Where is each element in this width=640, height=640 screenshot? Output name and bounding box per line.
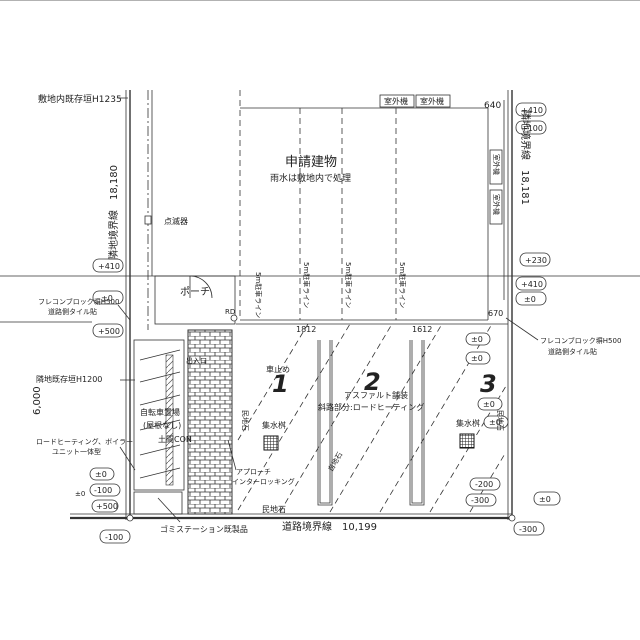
rd-label: RD (225, 308, 235, 316)
road-boundary-line (70, 513, 516, 522)
road-heating-unit-label: ユニット一体型 (52, 447, 101, 456)
left-property-boundary (125, 90, 153, 520)
dim-1612-label: 1612 (412, 325, 432, 334)
curb-bottom-label: 民地石 (262, 504, 286, 514)
parking-space-3: 3 (480, 370, 497, 398)
entrance-label: 出入口 (186, 356, 207, 365)
garbage-station-box (133, 491, 183, 515)
blink-switch-marker (144, 215, 152, 225)
level-markers (89, 102, 561, 544)
building-note: 雨水は敷地内で処理 (270, 172, 351, 184)
outdoor-unit-label-v2: 室外機 (492, 194, 501, 215)
neighbor-hedge-1200-label: 隣地既存垣H1200 (36, 374, 102, 384)
road-tile-right-label: 道路側タイル貼 (548, 347, 597, 356)
interlocking-label: インターロッキング (232, 477, 295, 486)
dim-640-label: 640 (484, 101, 501, 111)
con-label: 土間CON (158, 434, 192, 444)
asphalt-label: アスファルト舗装 (344, 390, 408, 400)
level-p500-l2: +500 (96, 502, 118, 511)
level-m100-l: -100 (94, 486, 112, 495)
dim-1812-label: 1812 (296, 325, 316, 334)
level-pm0-br: ±0 (539, 495, 551, 504)
left-boundary-label: 隣地境界線 18,180 (107, 165, 120, 260)
applied-building-outline (239, 90, 489, 321)
level-m300: -300 (471, 496, 489, 505)
level-pm0-mid1: ±0 (471, 335, 483, 344)
level-pm0-l1: ±0 (101, 294, 113, 303)
catch-basin-label-1: 集水桝 (262, 420, 286, 430)
bike-parking-label: 自転車置場 (140, 407, 180, 417)
level-p230-r: +230 (525, 256, 547, 265)
outdoor-unit-box-2 (415, 94, 451, 108)
dim-6000-label: 6,000 (32, 386, 43, 415)
parking-space-1: 1 (272, 370, 289, 398)
parking-line-label-1: 5m駐車ライン (254, 272, 263, 318)
level-p410-l: +410 (98, 262, 120, 271)
block-wall-left-label: フレコンブロック塀H500 (38, 297, 119, 306)
curb-right-label: 民地石 (496, 410, 505, 431)
parking-line-label-3: 5m駐車ライン (344, 262, 353, 308)
level-p410-tr: +410 (521, 106, 543, 115)
blink-light-label: 点滅器 (164, 216, 188, 226)
level-pm0-r2: ±0 (483, 400, 495, 409)
car-stop-label: 車止め (266, 364, 290, 374)
approach-brick-walkway (187, 329, 233, 515)
level-p410-r: +410 (521, 280, 543, 289)
level-pm0-mid2: ±0 (471, 354, 483, 363)
frame-lines (0, 0, 640, 323)
outdoor-unit-box-1 (379, 94, 415, 108)
parking-space-2: 2 (364, 368, 381, 396)
bike-parking-area (133, 339, 185, 491)
road-heating-loops (317, 340, 425, 506)
curb-mid-label: 自地石 (326, 450, 344, 473)
approach-label: アプローチ (236, 468, 271, 476)
block-wall-right-label: フレコンブロック塀H500 (540, 336, 621, 345)
level-pm0-r3: ±0 (489, 418, 501, 427)
parking-line-label-2: 5m駐車ライン (302, 262, 311, 308)
curb-left-label: 民地石 (241, 410, 250, 431)
level-pm0-l2: ±0 (95, 470, 107, 479)
leader-lines (117, 97, 539, 523)
right-property-boundary (503, 90, 513, 520)
catch-basin-left (263, 435, 279, 451)
level-pm0-r1: ±0 (524, 295, 536, 304)
level-p500-l: +500 (98, 327, 120, 336)
level-m300-br: -300 (519, 525, 537, 534)
building-title: 申請建物 (285, 155, 337, 170)
right-boundary-label: 隣地境界線 18,181 (519, 110, 532, 205)
level-m100-bl: -100 (105, 533, 123, 542)
parking-line-label-4: 5m駐車ライン (398, 262, 407, 308)
road-tile-left-label: 道路側タイル貼 (48, 307, 97, 316)
site-neighbor-hedge-label: 敷地内既存垣H1235 (38, 93, 122, 105)
outdoor-unit-label-1: 室外機 (384, 96, 408, 106)
porch-area (154, 275, 236, 325)
outdoor-unit-label-2: 室外機 (420, 96, 444, 106)
road-boundary-label: 道路境界線 10,199 (282, 520, 377, 533)
catch-basin-label-2: 集水桝 (456, 418, 480, 428)
level-p100-tr: +100 (521, 124, 543, 133)
outdoor-unit-box-v1 (489, 149, 503, 185)
catch-basin-right (459, 433, 475, 449)
bike-parking-note-label: (屋根なし) (143, 420, 181, 430)
dim-670-label: 670 (488, 309, 503, 318)
level-m200: -200 (475, 480, 493, 489)
rd-marker (230, 314, 238, 322)
porch-label: ポーチ (180, 286, 210, 298)
outdoor-unit-box-v2 (489, 189, 503, 225)
outdoor-unit-label-v1: 室外機 (492, 154, 501, 175)
road-heating-label: ロードヒーティング、ボイラー (36, 437, 133, 446)
garbage-station-label: ゴミステーション既製品 (160, 524, 248, 534)
slope-heating-label: 斜路部分:ロードヒーティング (318, 402, 424, 412)
level-pm0-l3: ±0 (75, 490, 85, 498)
